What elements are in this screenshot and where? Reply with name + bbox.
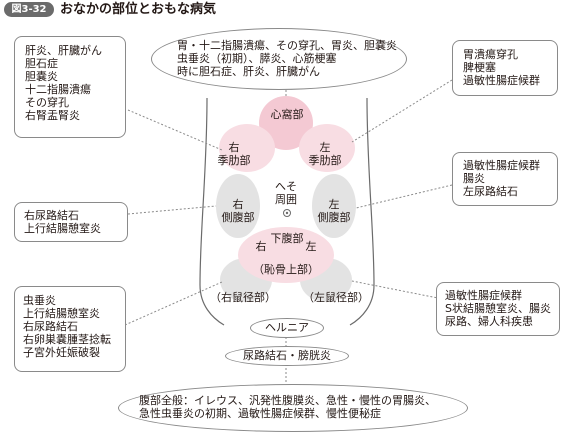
region-left-inguinal-label: （左鼠径部） (303, 291, 369, 304)
callout-hernia: ヘルニア (250, 318, 324, 338)
callout-hernia-text: ヘルニア (265, 321, 309, 334)
region-epigastric-label: 心窩部 (270, 108, 304, 121)
region-right-inguinal-label: （右鼠径部） (210, 291, 276, 304)
callout-upper-left-text: 肝炎、肝臓がん 胆石症 胆嚢炎 十二指腸潰瘍 その穿孔 右腎盂腎炎 (25, 44, 102, 122)
region-periumbilical-label: へそ 周囲 (275, 180, 297, 206)
callout-lower-right-text: 過敏性腸症候群 S状結腸憩室炎、腸炎 尿路、婦人科疾患 (445, 289, 551, 328)
callout-mid-left: 右尿路結石 上行結腸憩室炎 (14, 202, 128, 242)
region-hypogastric-label: 下腹部 (270, 232, 304, 245)
callout-mid-left-text: 右尿路結石 上行結腸憩室炎 (24, 209, 101, 235)
torso-outline-right (349, 97, 375, 326)
left-flank-region (312, 174, 356, 238)
callout-top-center-text: 胃・十二指腸潰瘍、その穿孔、胃炎、胆嚢炎 虫垂炎（初期）、膵炎、心筋梗塞 時に胆… (177, 39, 397, 78)
callout-urinary: 尿路結石・膀胱炎 (225, 346, 349, 366)
region-hypogastric-right-label: 右 (255, 240, 267, 253)
diagram-title: おなかの部位とおもな病気 (60, 2, 217, 17)
callout-mid-right: 過敏性腸症候群 腸炎 左尿路結石 (452, 152, 558, 206)
epigastric-region (259, 96, 313, 150)
callout-lower-left-text: 虫垂炎 上行結腸憩室炎 右尿路結石 右卵巣嚢腫茎捻転 子宮外妊娠破裂 (23, 294, 111, 359)
callout-upper-right-text: 胃潰瘍穿孔 脾梗塞 過敏性腸症候群 (463, 48, 540, 87)
navel-mark (283, 209, 291, 217)
torso-outline (199, 97, 225, 326)
callout-lower-right: 過敏性腸症候群 S状結腸憩室炎、腸炎 尿路、婦人科疾患 (436, 282, 560, 336)
region-left-flank-label: 左 側腹部 (317, 198, 351, 224)
callout-bottom-text: 腹部全般：イレウス、汎発性腹膜炎、急性・慢性の胃腸炎、 急性虫垂炎の初期、過敏性… (139, 394, 436, 420)
hypogastric-region (238, 227, 334, 283)
left-hypochondrium-region (299, 124, 355, 172)
region-hypogastric-left-label: 左 (305, 240, 317, 253)
region-left-hypochondrium-label: 左 季肋部 (308, 141, 342, 167)
callout-lower-left: 虫垂炎 上行結腸憩室炎 右尿路結石 右卵巣嚢腫茎捻転 子宮外妊娠破裂 (14, 286, 126, 372)
right-hypochondrium-region (219, 124, 275, 172)
callout-upper-right: 胃潰瘍穿孔 脾梗塞 過敏性腸症候群 (452, 40, 558, 96)
callout-mid-right-text: 過敏性腸症候群 腸炎 左尿路結石 (463, 159, 540, 198)
region-suprapubic-label: （恥骨上部） (253, 263, 319, 276)
region-right-flank-label: 右 側腹部 (221, 198, 255, 224)
region-right-hypochondrium-label: 右 季肋部 (217, 141, 251, 167)
callout-urinary-text: 尿路結石・膀胱炎 (243, 349, 331, 362)
callout-top-center: 胃・十二指腸潰瘍、その穿孔、胃炎、胆嚢炎 虫垂炎（初期）、膵炎、心筋梗塞 時に胆… (151, 28, 407, 90)
figure-number-badge: 図3-32 (4, 2, 54, 17)
right-flank-region (216, 174, 260, 238)
callout-upper-left: 肝炎、肝臓がん 胆石症 胆嚢炎 十二指腸潰瘍 その穿孔 右腎盂腎炎 (14, 36, 126, 138)
callout-bottom: 腹部全般：イレウス、汎発性腹膜炎、急性・慢性の胃腸炎、 急性虫垂炎の初期、過敏性… (118, 384, 468, 432)
